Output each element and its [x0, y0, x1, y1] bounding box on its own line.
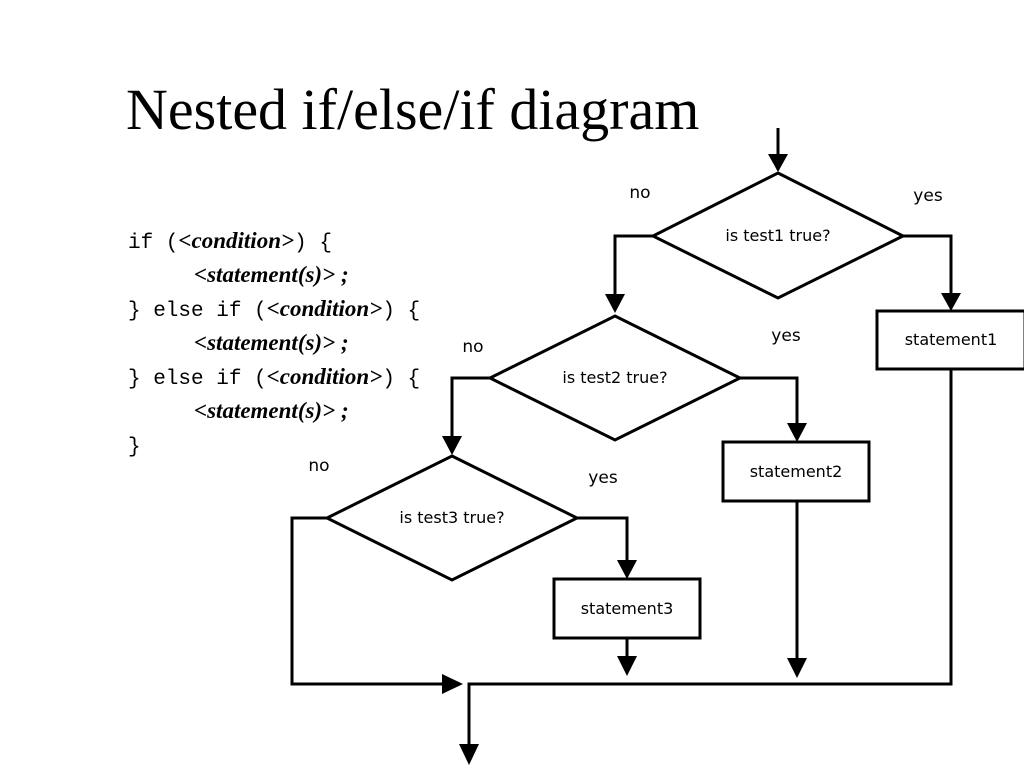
code-line-if: if (<condition>) { — [128, 224, 420, 258]
decision-text-1: is test1 true? — [725, 226, 830, 245]
decision-text-2: is test2 true? — [562, 368, 667, 387]
arrow-head — [787, 658, 807, 678]
code-condition: <condition> — [266, 296, 383, 321]
yes-branch-3 — [577, 516, 629, 568]
decision-diamond-2 — [486, 314, 744, 442]
code-line-statement: <statement(s)> ; — [128, 394, 420, 428]
code-line-else-if: } else if (<condition>) { — [128, 292, 420, 326]
slide-title: Nested if/else/if diagram — [126, 77, 700, 142]
statement-text-3: statement3 — [581, 599, 674, 618]
statement1-exit — [467, 369, 953, 752]
code-line-statement: <statement(s)> ; — [128, 258, 420, 292]
code-close-brace: } — [128, 436, 141, 459]
exit-arrow-head — [459, 744, 479, 765]
arrow-head — [442, 436, 462, 455]
statement-box-1 — [875, 309, 1024, 371]
no-label-1: no — [629, 183, 650, 203]
code-open-brace: ) { — [382, 300, 421, 323]
no-branch-2 — [450, 376, 490, 444]
yes-label-3: yes — [588, 468, 618, 488]
code-open-brace: ) { — [294, 232, 332, 255]
code-else-if-keyword: } else if ( — [128, 368, 267, 391]
no-branch-1 — [613, 234, 653, 302]
yes-branch-2 — [740, 376, 799, 432]
decision-diamond-3 — [323, 454, 581, 582]
yes-label-1: yes — [913, 186, 943, 206]
code-condition: <condition> — [266, 364, 383, 389]
code-statement: <statement(s)> ; — [194, 262, 349, 287]
code-statement: <statement(s)> ; — [194, 330, 349, 355]
arrow-head — [442, 674, 463, 694]
code-else-if-keyword: } else if ( — [128, 300, 267, 323]
decision-diamond-1 — [649, 171, 907, 300]
entry-arrow-head — [768, 154, 788, 172]
arrow-head — [941, 293, 961, 311]
code-line-statement: <statement(s)> ; — [128, 326, 420, 360]
code-statement: <statement(s)> ; — [194, 398, 349, 423]
statement-box-2 — [721, 440, 871, 503]
code-condition: <condition> — [178, 228, 295, 253]
statement-text-2: statement2 — [750, 462, 843, 481]
arrow-head — [617, 656, 637, 676]
statement-text-1: statement1 — [905, 330, 998, 349]
code-open-brace: ) { — [382, 368, 421, 391]
arrow-head — [617, 560, 637, 579]
no-branch-3 — [290, 516, 450, 686]
yes-branch-1 — [903, 234, 953, 302]
statement-box-3 — [552, 577, 702, 640]
no-label-3: no — [308, 456, 329, 476]
arrow-head — [787, 423, 807, 442]
arrow-head — [605, 294, 625, 313]
yes-label-2: yes — [771, 326, 801, 346]
decision-text-3: is test3 true? — [399, 508, 504, 527]
no-label-2: no — [462, 337, 483, 357]
code-if-keyword: if ( — [128, 232, 179, 255]
code-block: if (<condition>) { <statement(s)> ; } el… — [128, 224, 420, 462]
code-line-else-if: } else if (<condition>) { — [128, 360, 420, 394]
code-line-close: } — [128, 428, 420, 462]
